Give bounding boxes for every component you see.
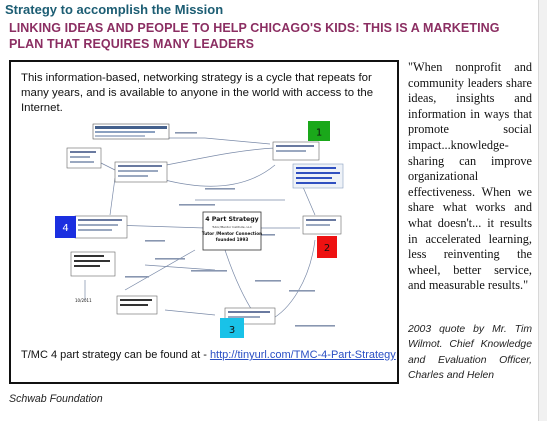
quote-text: "When nonprofit and community leaders sh… <box>408 60 532 293</box>
vertical-scrollbar[interactable] <box>538 0 547 421</box>
center-line2: Tutor /Mentor Connection <box>202 231 262 236</box>
center-title: 4 Part Strategy <box>205 216 258 223</box>
date-label: 10/2011 <box>75 298 92 303</box>
center-line3: founded 1993 <box>216 237 249 242</box>
caption-text: T/MC 4 part strategy can be found at - <box>21 349 210 361</box>
badge-3-label: 3 <box>229 325 235 336</box>
center-line1: Tutor/Mentor Institute, LLC <box>211 225 252 229</box>
strategy-link[interactable]: http://tinyurl.com/TMC-4-Part-Strategy <box>209 349 396 361</box>
badge-3 <box>220 318 244 338</box>
strategy-diagram: 4 Part Strategy Tutor/Mentor Institute, … <box>55 120 355 338</box>
badge-2 <box>317 236 337 258</box>
figure-intro-text: This information-based, networking strat… <box>21 72 374 114</box>
badge-4 <box>55 216 76 238</box>
section-subheading: LINKING IDEAS AND PEOPLE TO HELP CHICAGO… <box>9 21 500 51</box>
badge-1 <box>308 121 330 141</box>
strategy-figure: This information-based, networking strat… <box>9 60 399 384</box>
section-heading: Strategy to accomplish the Mission <box>5 2 224 17</box>
quote-attribution: 2003 quote by Mr. Tim Wilmot. Chief Know… <box>408 324 532 381</box>
badge-2-label: 2 <box>324 243 330 254</box>
attribution-continued: Schwab Foundation <box>9 393 103 405</box>
figure-caption: T/MC 4 part strategy can be found at - h… <box>21 349 401 361</box>
badge-1-label: 1 <box>316 128 322 139</box>
badge-4-label: 4 <box>62 223 68 234</box>
